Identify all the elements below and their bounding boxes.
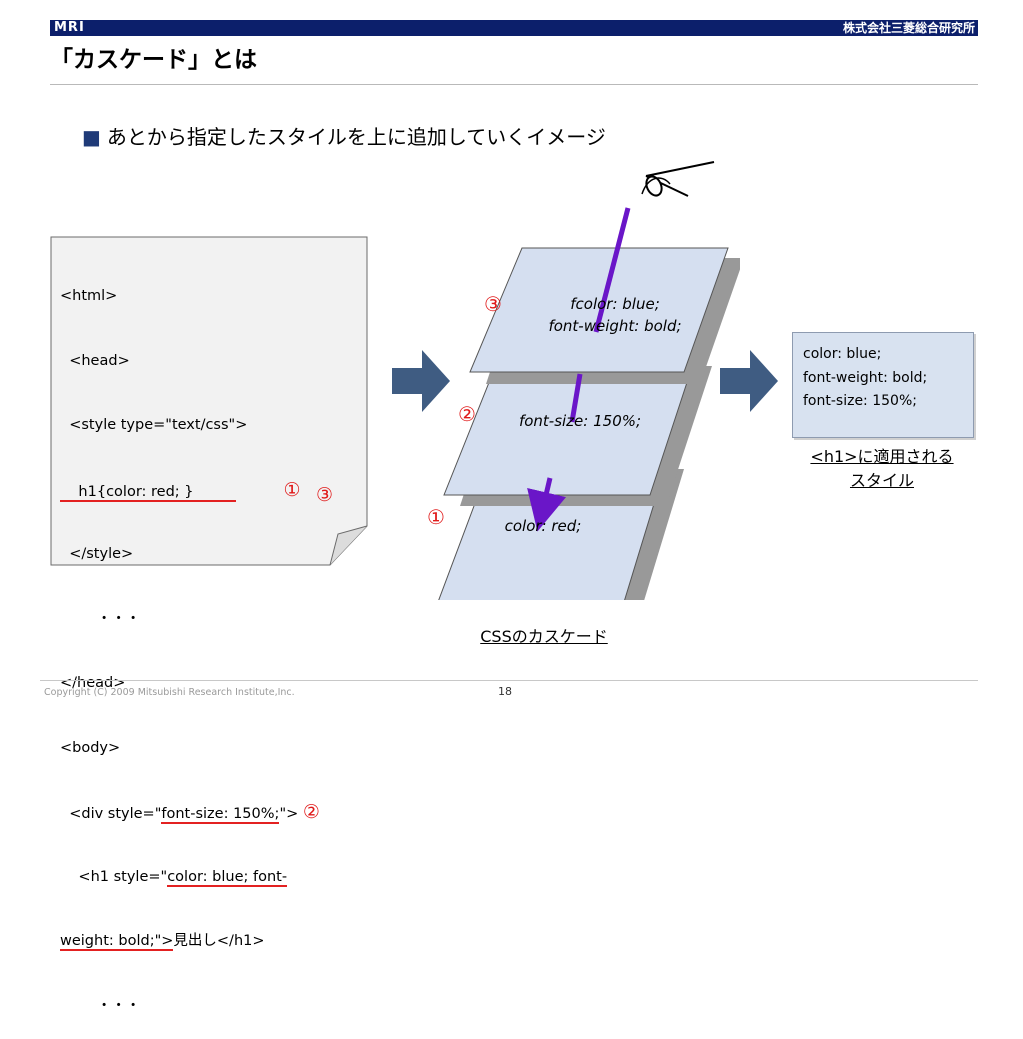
result-line: color: blue; bbox=[803, 346, 882, 362]
bullet-point: ■あとから指定したスタイルを上に追加していくイメージ bbox=[82, 123, 606, 151]
div-open: <div style=" bbox=[60, 806, 162, 822]
sight-line bbox=[527, 477, 567, 532]
code-line: weight: bold;">見出し</h1> bbox=[60, 931, 360, 953]
result-style-list: color: blue; font-weight: bold; font-siz… bbox=[803, 343, 927, 414]
mri-logo: MRI bbox=[54, 20, 85, 35]
square-bullet-icon: ■ bbox=[82, 125, 101, 149]
bullet-text: あとから指定したスタイルを上に追加していくイメージ bbox=[106, 125, 606, 149]
right-arrow-icon bbox=[720, 350, 778, 412]
code-block: <html> <head> <style type="text/css"> h1… bbox=[60, 243, 360, 1039]
code-line: <html> bbox=[60, 288, 118, 304]
code-line: <head> bbox=[60, 352, 130, 369]
marker-2: ② bbox=[302, 801, 320, 823]
code-line: </style> bbox=[60, 546, 134, 562]
layer-2-label: font-size: 150%; bbox=[518, 412, 642, 430]
layer-2-number: ② bbox=[458, 402, 476, 426]
code-line: </head> bbox=[60, 675, 126, 691]
eye-icon bbox=[641, 161, 715, 197]
code-line: ・・・ bbox=[60, 997, 141, 1014]
layer-1-number: ① bbox=[427, 505, 445, 529]
code-line: <div style="font-size: 150%;"> ② bbox=[60, 801, 360, 824]
sight-line bbox=[569, 373, 583, 423]
cascade-caption: CSSのカスケード bbox=[480, 627, 608, 646]
code-line: h1{color: red; } ① bbox=[60, 478, 360, 502]
header-bar bbox=[50, 20, 978, 36]
div-close: "> bbox=[279, 806, 299, 822]
marker-3: ③ bbox=[316, 484, 334, 506]
title-divider bbox=[50, 84, 978, 85]
result-line: font-size: 150%; bbox=[803, 393, 917, 409]
code-line: ・・・ bbox=[60, 610, 141, 627]
sight-line bbox=[593, 207, 631, 333]
layer-3 bbox=[469, 247, 729, 373]
h1-style-prop-2: weight: bold;"> bbox=[60, 933, 174, 951]
div-style-prop: font-size: 150%; bbox=[161, 806, 280, 824]
slide-title: 「カスケード」とは bbox=[50, 47, 257, 73]
footer-divider bbox=[40, 680, 978, 681]
right-arrow-icon bbox=[392, 350, 450, 412]
cascade-layers bbox=[438, 161, 740, 600]
result-caption: <h1>に適用される スタイル bbox=[810, 447, 954, 490]
result-box bbox=[792, 332, 974, 438]
layer-1-label: color: red; bbox=[504, 517, 582, 535]
layer-3-label: fcolor: blue; font-weight: bold; bbox=[548, 295, 682, 335]
marker-1: ① bbox=[283, 478, 301, 501]
h1-text: 見出し</h1> bbox=[173, 933, 265, 949]
code-line-rule-1: h1{color: red; } bbox=[60, 483, 236, 502]
code-line: <h1 style="color: blue; font- bbox=[60, 867, 360, 889]
h1-style-prop-1: color: blue; font- bbox=[167, 868, 288, 887]
code-line: <style type="text/css"> bbox=[60, 417, 248, 433]
result-line: font-weight: bold; bbox=[803, 369, 928, 386]
code-line: <body> bbox=[60, 739, 121, 756]
copyright-text: Copyright (C) 2009 Mitsubishi Research I… bbox=[44, 687, 295, 698]
company-name: 株式会社三菱総合研究所 bbox=[842, 21, 975, 35]
h1-open: <h1 style=" bbox=[60, 868, 168, 885]
page-number: 18 bbox=[498, 685, 512, 698]
document-shape bbox=[50, 236, 368, 566]
layer-3-number: ③ bbox=[484, 292, 502, 316]
